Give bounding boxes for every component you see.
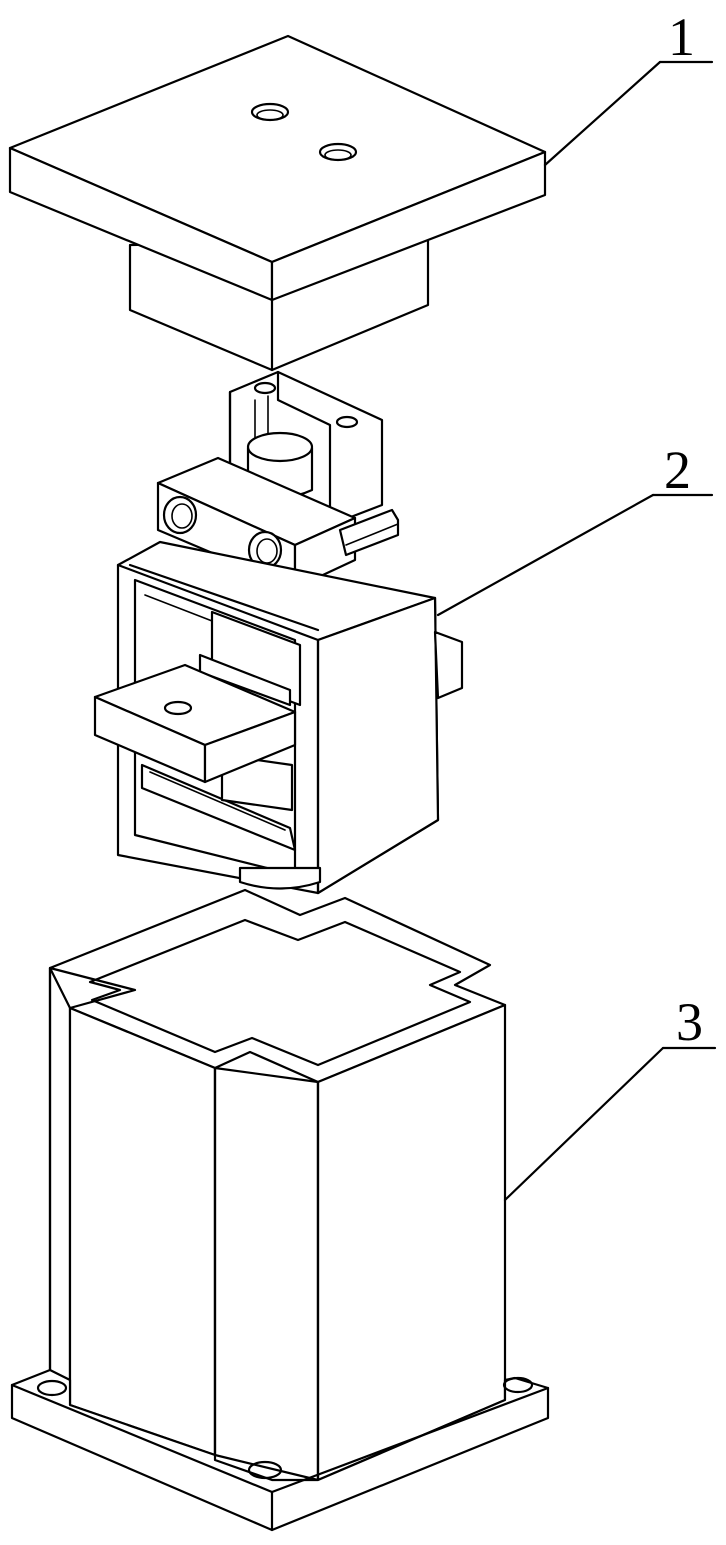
part-label-2: 2 <box>664 440 691 500</box>
flange-hole-icon <box>36 1379 68 1397</box>
leader-line-2 <box>436 493 714 617</box>
leader-line-1 <box>543 60 714 167</box>
part-3-base-housing <box>10 888 550 1532</box>
flange-hole-icon <box>247 1460 283 1480</box>
bolt-head-icon <box>247 530 283 570</box>
plate-hole-icon <box>318 142 358 162</box>
part-label-3: 3 <box>676 992 703 1052</box>
part-label-1: 1 <box>668 7 695 67</box>
plate-hole-icon <box>250 102 290 122</box>
part-2-clamp-frame <box>93 370 464 895</box>
part-1-top-plate <box>8 34 547 372</box>
bolt-head-icon <box>162 495 198 535</box>
leader-line-3 <box>503 1046 717 1202</box>
flange-hole-icon <box>502 1376 534 1394</box>
